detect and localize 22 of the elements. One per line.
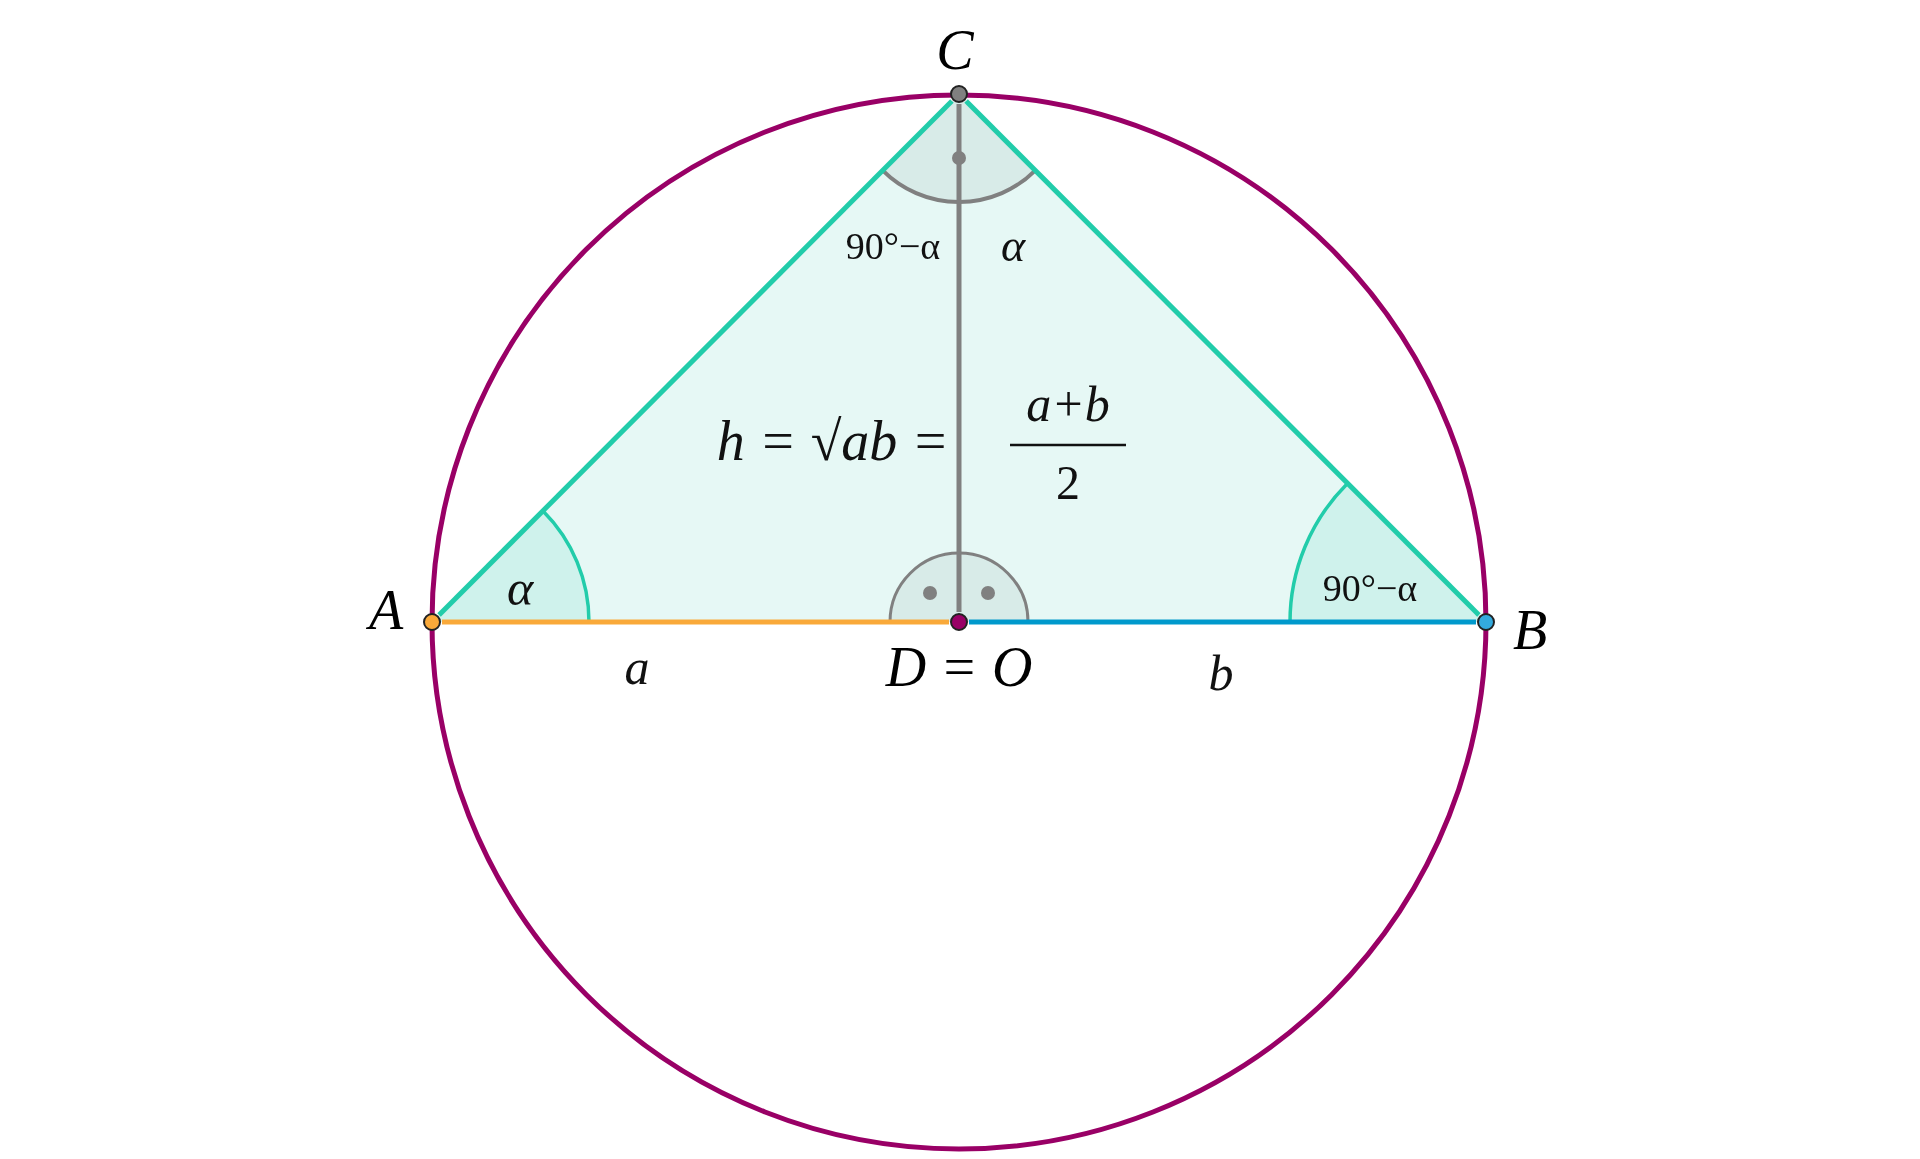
- math-label: α: [1000, 223, 1026, 269]
- point-marker: [950, 613, 968, 631]
- math-label: b: [1208, 648, 1234, 698]
- point-marker: [1477, 613, 1495, 631]
- line-segment: [969, 619, 1476, 625]
- line-segment: [442, 619, 949, 625]
- math-label: 2: [1056, 459, 1080, 507]
- line-segment: [964, 99, 1481, 617]
- point-label: C: [936, 22, 974, 78]
- math-label: 90°−α: [1322, 569, 1418, 607]
- line-segment: [437, 99, 954, 617]
- math-label: a+b: [1026, 379, 1110, 429]
- math-label: 90°−α: [845, 227, 941, 265]
- point-label: B: [1512, 602, 1548, 658]
- math-label: h = √ab =: [716, 413, 950, 469]
- math-label: α: [506, 563, 534, 613]
- point-label: D = O: [885, 639, 1033, 695]
- point-marker: [950, 85, 968, 103]
- math-label: a: [624, 642, 650, 692]
- line-segment: [956, 104, 962, 612]
- point-label: A: [368, 582, 404, 638]
- point-marker: [423, 613, 441, 631]
